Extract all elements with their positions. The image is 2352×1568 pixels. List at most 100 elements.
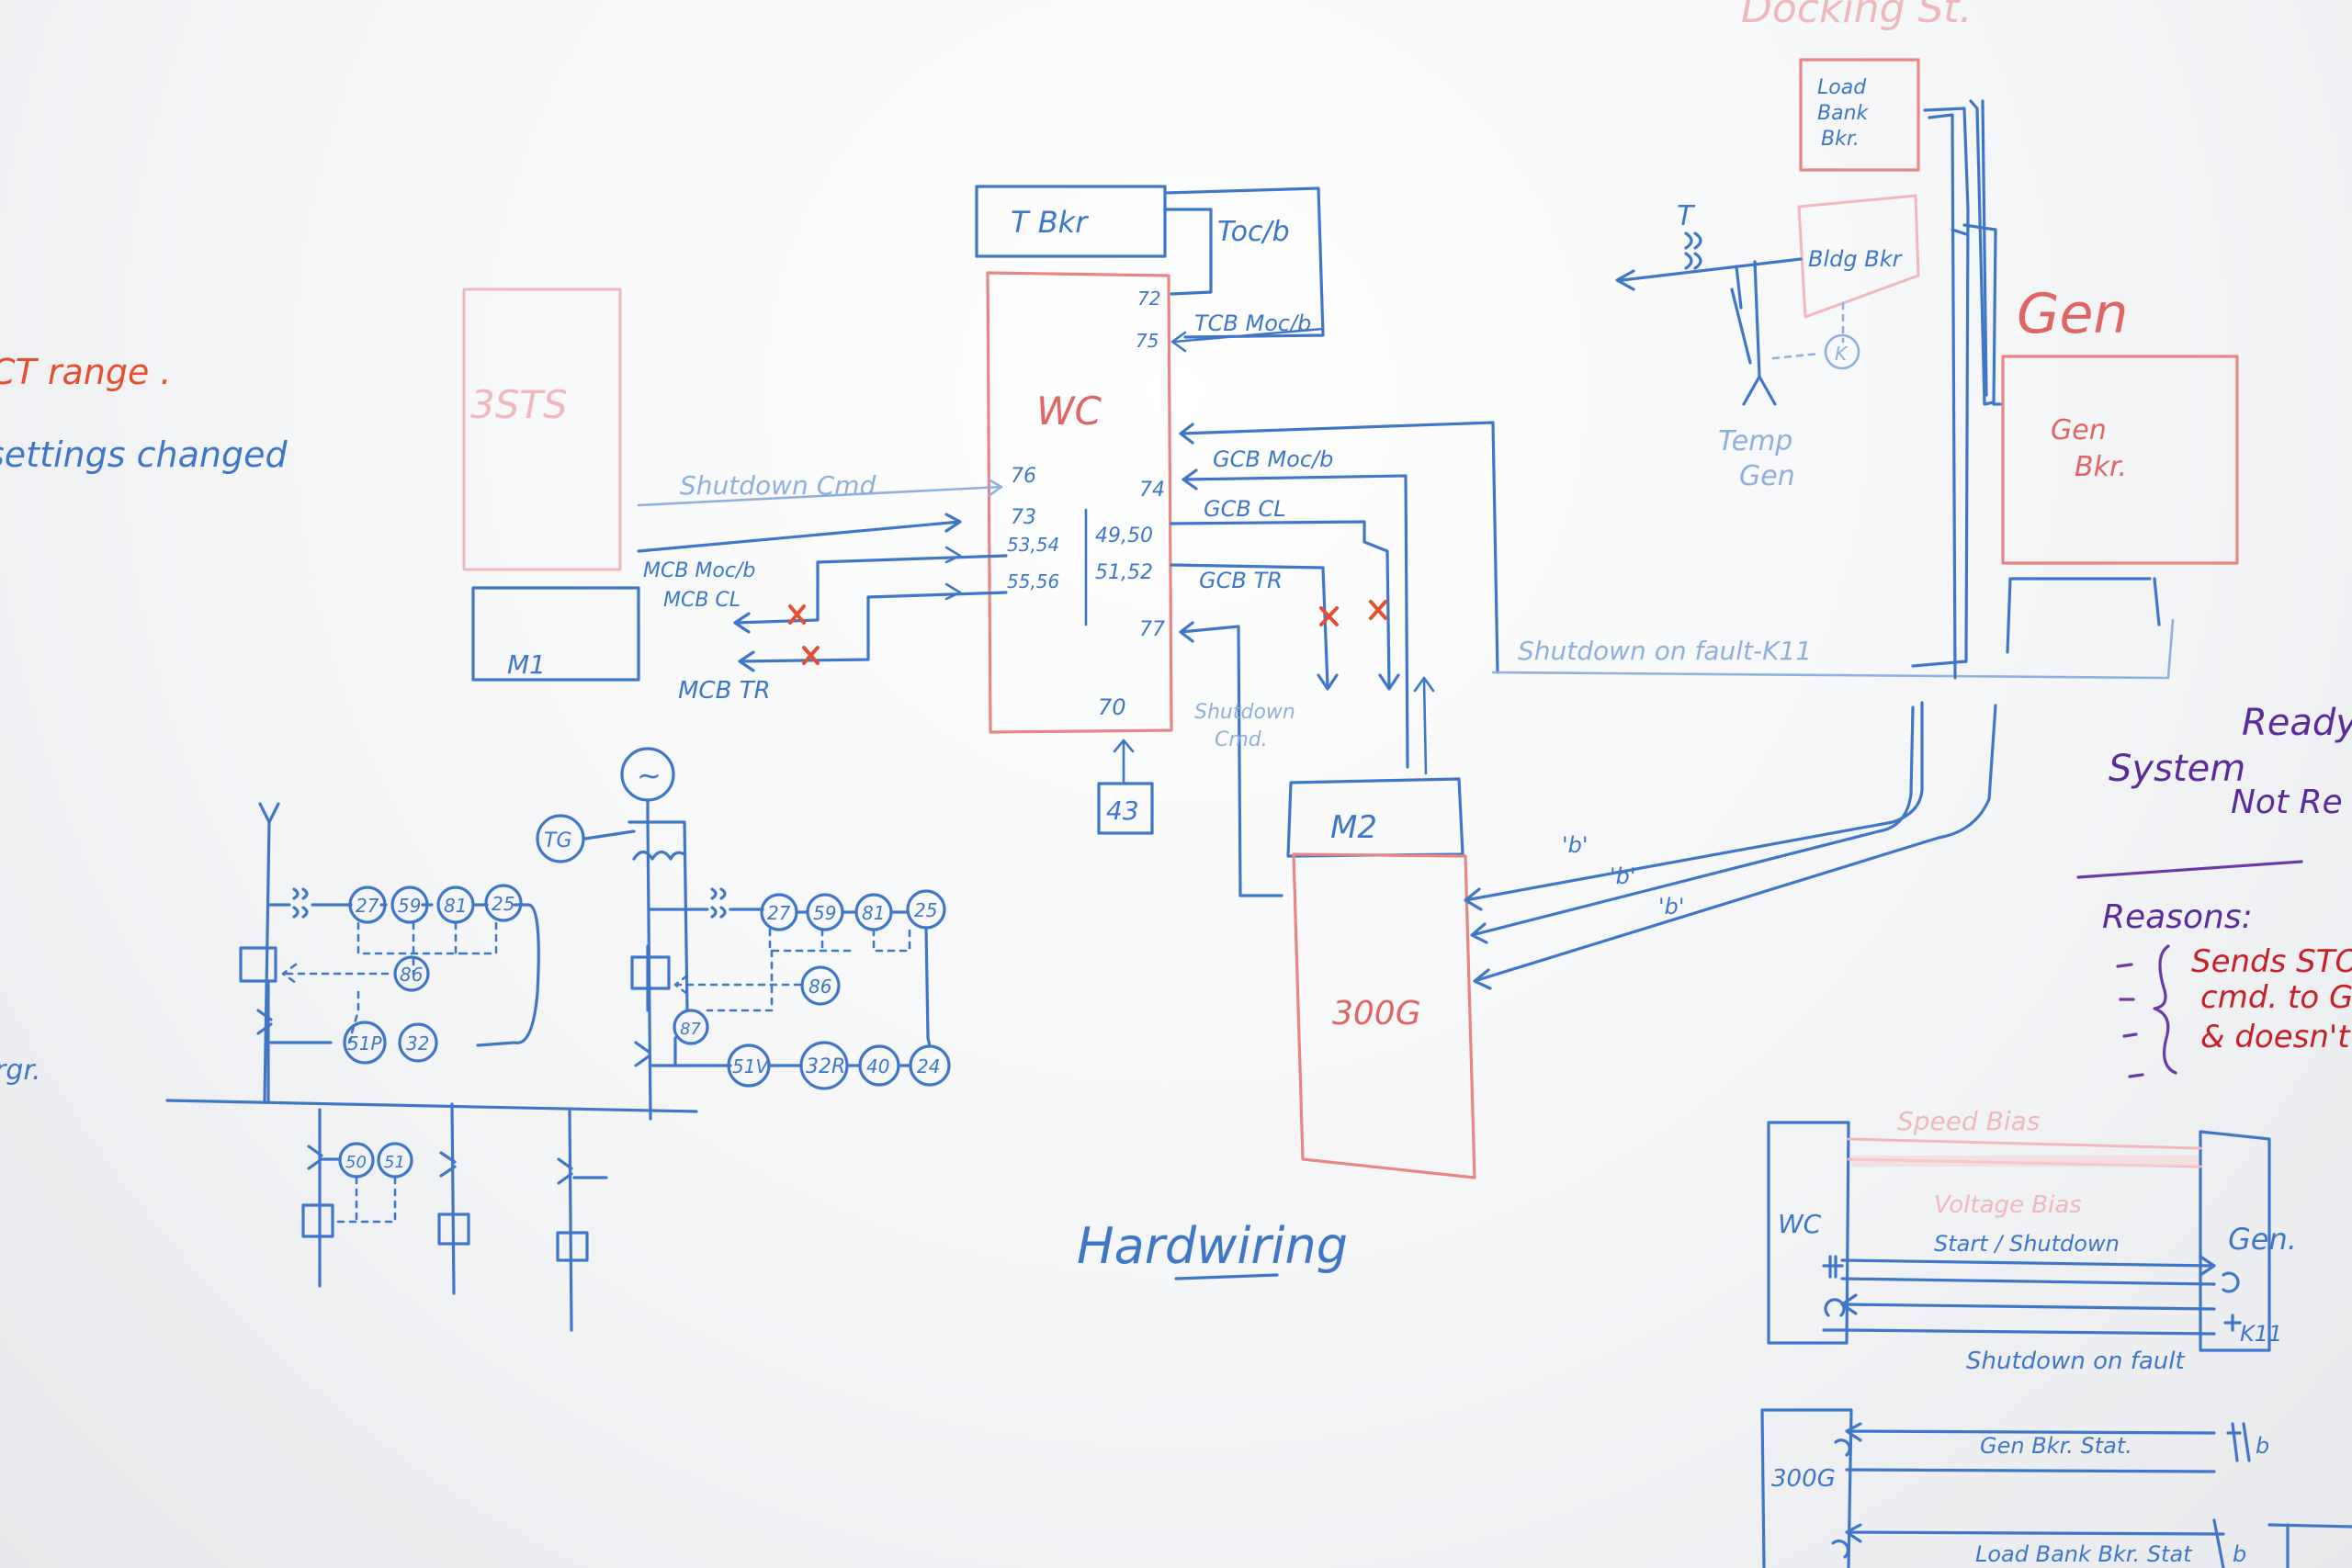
relay-gen-b: [2226, 1422, 2251, 1462]
relay-25-b-label: 25: [914, 899, 937, 921]
load-feeder-1: [307, 1108, 342, 1288]
relay-81-b-label: 81: [862, 902, 885, 924]
term-55-56: 55,56: [1007, 570, 1059, 592]
gen-small-label: Gen.: [2228, 1222, 2297, 1257]
relay-32-a-label: 32: [406, 1032, 429, 1055]
bus-riser-b: [1928, 113, 1968, 680]
gen-under-lines: [2006, 577, 2161, 654]
speed-bias-label: Speed Bias: [1897, 1106, 2040, 1136]
reasons-divider: [2076, 860, 2303, 879]
system-label: System: [2109, 748, 2245, 790]
reasons-label: Reasons:: [2102, 898, 2253, 936]
relay-wc-1: [1822, 1255, 1844, 1279]
mcb-moc-label: MCB Moc/b: [643, 559, 755, 582]
shutdown-cmd-line: [637, 478, 1003, 507]
mcb-tr-line: [738, 591, 1008, 672]
bus-riser-a: [1911, 107, 1970, 668]
t-bkr-label: T Bkr: [1011, 205, 1089, 240]
gcb-cl-line: [1170, 520, 1400, 691]
load-breaker-3: [556, 1231, 589, 1262]
s300g-small-label: 300G: [1771, 1465, 1836, 1493]
relay-86-a-label: 86: [400, 964, 423, 986]
ct-range-note: CT range .: [0, 352, 171, 392]
b-small-label-2: b: [2233, 1541, 2246, 1567]
shutdown-cmd2-label: Shutdown: [1194, 701, 1295, 724]
tcb-moc-b-label: TCB Moc/b: [1194, 310, 1311, 336]
toc-b-label: Toc/b: [1217, 216, 1290, 248]
reasons-bullets: [2116, 944, 2177, 1078]
load-feeder-1-dash: [331, 1176, 397, 1224]
relay-86-b: [800, 965, 841, 1006]
sts-block: [462, 288, 622, 571]
right-lower-chain: [767, 1036, 932, 1067]
gcb-cl-cross: [1369, 600, 1387, 620]
s300g-block: [1292, 852, 1476, 1179]
label-43: 43: [1106, 795, 1139, 826]
hardwiring-heading: Hardwiring: [1077, 1217, 1348, 1275]
relay-25-a: [484, 884, 523, 922]
gcb-tr-line: [1170, 563, 1339, 691]
relay-59-a-label: 59: [398, 895, 421, 917]
load-breaker-2: [437, 1213, 470, 1246]
relay-81-a-label: 81: [444, 895, 467, 917]
mcb-moc-line: [637, 513, 962, 553]
gen-tie: [646, 908, 709, 1012]
hardwiring-underline: [1174, 1273, 1279, 1280]
term-76: 76: [1011, 465, 1036, 488]
b-label-3: 'b': [1658, 894, 1684, 919]
term-49-50: 49,50: [1095, 525, 1153, 547]
load-bank-bkr-stat-label: Load Bank Bkr. Stat: [1975, 1541, 2193, 1567]
relay-27-b-label: 27: [767, 902, 791, 924]
right-86-link: [673, 974, 803, 996]
gen-feeder: [583, 799, 689, 1121]
gen-title: Gen: [2017, 282, 2128, 346]
bus-riser-c: [1969, 99, 1996, 406]
wc-label: WC: [1036, 389, 1102, 434]
k-circle: [1824, 333, 1860, 370]
tcb-arrow: [1170, 327, 1325, 353]
relay-27-a-label: 27: [356, 895, 379, 917]
b-label-1: 'b': [1562, 832, 1588, 858]
ready-label: Ready: [2242, 702, 2352, 744]
load-feeder-3: [557, 1110, 608, 1332]
relay-40-label: 40: [866, 1055, 889, 1077]
m1-label: M1: [507, 649, 546, 680]
relay-87: [673, 1009, 709, 1045]
mcb-cl-label: MCB CL: [663, 589, 741, 612]
left-relay-dashes: [356, 921, 498, 976]
relay-300g-2: [1831, 1540, 1849, 1559]
b-small-label: b: [2256, 1433, 2269, 1459]
tg-label: TG: [544, 829, 572, 852]
main-bus: [165, 1099, 698, 1113]
gcb-tr-label: GCB TR: [1199, 568, 1283, 593]
wc-small-label: WC: [1778, 1209, 1822, 1239]
toc-b-box: [1163, 186, 1325, 339]
mcb-tr-cross: [802, 646, 820, 665]
gcb-cl-label: GCB CL: [1204, 496, 1286, 522]
b-feed-2: [1470, 705, 1915, 944]
relay-86-a: [393, 955, 430, 992]
term-75: 75: [1136, 330, 1159, 352]
gcb-tr-cross: [1319, 606, 1339, 626]
reason-3: & doesn't s: [2200, 1019, 2352, 1055]
load-bank-label-3: Bkr.: [1821, 128, 1860, 151]
relay-27-a: [348, 886, 387, 924]
relay-24-label: 24: [917, 1055, 940, 1077]
gcb-moc-label: GCB Moc/b: [1213, 446, 1333, 472]
sts-label: 3STS: [470, 382, 568, 427]
load-breaker-1: [301, 1203, 334, 1238]
wc-block: [986, 271, 1173, 734]
mgr-note: rgr.: [0, 1055, 41, 1087]
start-shutdown-line: [1840, 1255, 2216, 1286]
temp-gen-stick: [1730, 260, 1777, 406]
b-label-2: 'b': [1610, 863, 1635, 889]
left-feeder-ct: [267, 887, 353, 919]
relay-32-a: [398, 1022, 438, 1063]
shutdown-cmd-label: Shutdown Cmd: [680, 470, 876, 501]
relay-50-label: 50: [345, 1153, 367, 1172]
relay-51-label: 51: [384, 1153, 405, 1172]
relay-87-label: 87: [680, 1020, 701, 1039]
term-72: 72: [1137, 288, 1160, 310]
term-51-52: 51,52: [1095, 561, 1153, 584]
relay-25-a-label: 25: [492, 893, 514, 915]
